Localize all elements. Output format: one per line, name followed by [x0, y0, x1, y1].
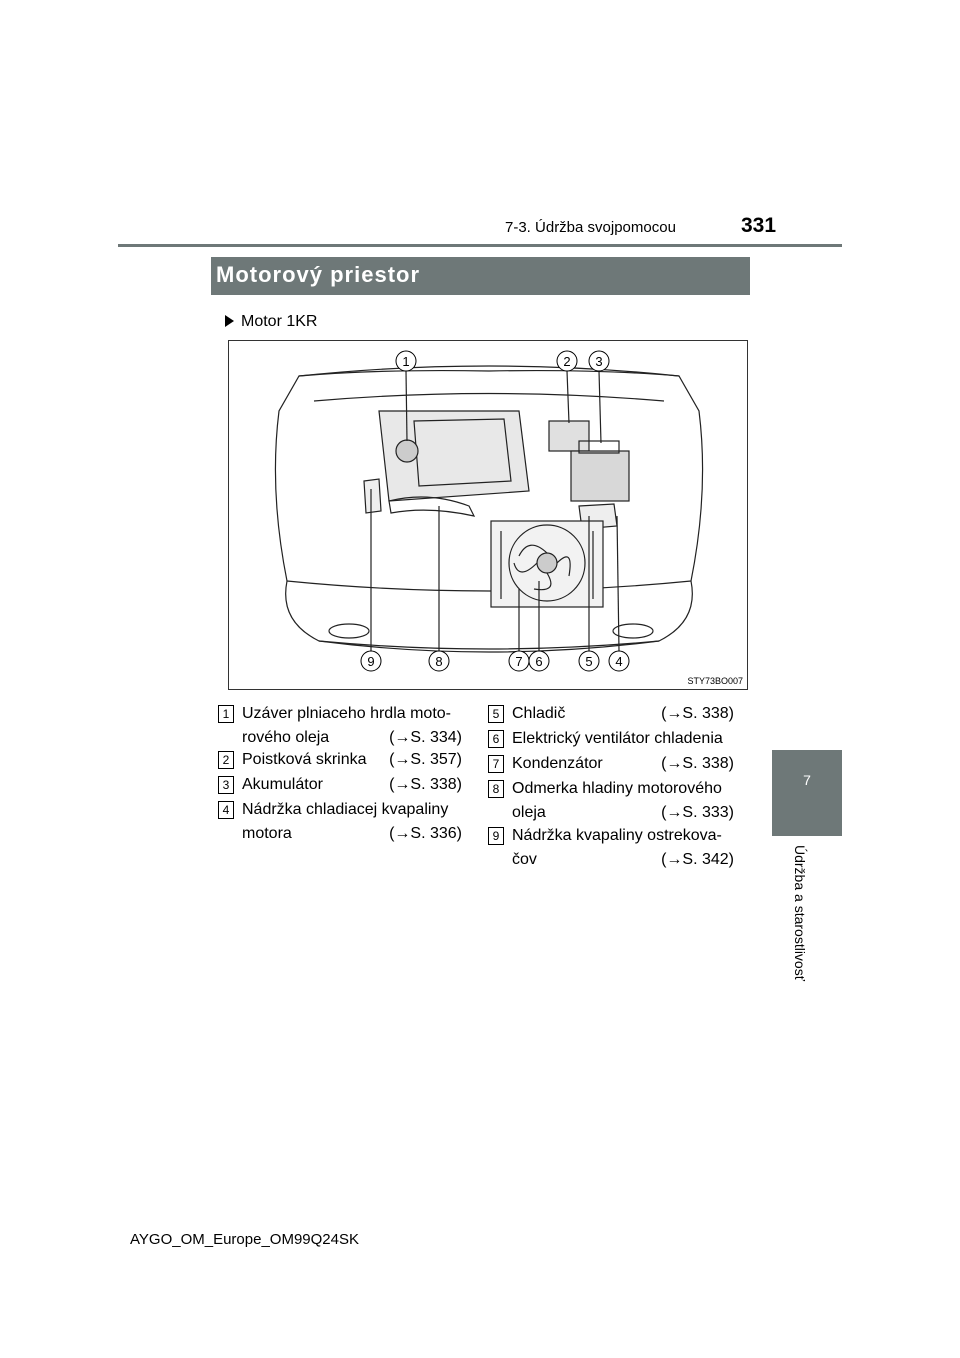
figure-code: STY73BO007 [687, 676, 743, 686]
callout-3-marker: 3 [588, 350, 610, 372]
page-reference: (→S. 338) [661, 705, 734, 722]
svg-text:6: 6 [535, 654, 542, 669]
legend-item-6: 6 Elektrický ventilátor chladenia [488, 727, 734, 751]
svg-text:9: 9 [367, 654, 374, 669]
svg-text:5: 5 [585, 654, 592, 669]
legend-item-7: 7 Kondenzátor(→S. 338) [488, 752, 734, 776]
legend-item-1: 1 Uzáver plniaceho hrdla moto- rového ol… [218, 702, 462, 750]
svg-text:4: 4 [615, 654, 622, 669]
legend-number-box: 8 [488, 780, 504, 798]
running-header-section: 7-3. Údržba svojpomocou [505, 219, 676, 236]
legend-text: Elektrický ventilátor chladenia [512, 730, 723, 747]
page-reference: (→S. 338) [389, 776, 462, 793]
callout-2-marker: 2 [556, 350, 578, 372]
section-title-bar: Motorový priestor [211, 257, 750, 295]
legend-item-4: 4 Nádržka chladiacej kvapaliny motora(→S… [218, 798, 462, 846]
legend-number-box: 3 [218, 776, 234, 794]
engine-subheading: Motor 1KR [225, 313, 317, 331]
triangle-bullet-icon [225, 315, 234, 327]
legend-text: Uzáver plniaceho hrdla moto- [242, 705, 451, 722]
chapter-tab-number: 7 [803, 772, 811, 788]
legend-text: Nádržka kvapaliny ostrekova- [512, 827, 722, 844]
legend-text-line2: oleja(→S. 333) [512, 801, 734, 825]
callout-4-marker: 4 [608, 650, 630, 672]
legend-text: Akumulátor(→S. 338) [242, 773, 462, 797]
legend-item-3: 3 Akumulátor(→S. 338) [218, 773, 462, 797]
legend-text-line2: motora(→S. 336) [242, 822, 462, 846]
svg-text:2: 2 [563, 354, 570, 369]
legend-number-box: 7 [488, 755, 504, 773]
legend-number-box: 2 [218, 751, 234, 769]
legend-text-line2: rového oleja(→S. 334) [242, 726, 462, 750]
legend-text: Kondenzátor(→S. 338) [512, 752, 734, 776]
legend-number-box: 9 [488, 827, 504, 845]
section-title: Motorový priestor [216, 262, 421, 287]
legend-text: Odmerka hladiny motorového [512, 780, 722, 797]
page-reference: (→S. 357) [389, 751, 462, 768]
svg-text:1: 1 [402, 354, 409, 369]
legend-text: Nádržka chladiacej kvapaliny [242, 801, 449, 818]
header-rule [118, 244, 842, 247]
callout-1-marker: 1 [395, 350, 417, 372]
chapter-side-label: Údržba a starostlivosť [792, 845, 814, 995]
chapter-side-label-text: Údržba a starostlivosť [792, 845, 808, 981]
figure-callouts: 1 2 3 9 8 7 6 5 4 [360, 350, 630, 672]
legend-number-box: 4 [218, 801, 234, 819]
callout-6-marker: 6 [528, 650, 550, 672]
callout-9-marker: 9 [360, 650, 382, 672]
engine-bay-figure: 1 2 3 9 8 7 6 5 4 STY73BO007 [228, 340, 748, 690]
legend-item-9: 9 Nádržka kvapaliny ostrekova- čov(→S. 3… [488, 824, 734, 872]
svg-text:7: 7 [515, 654, 522, 669]
chapter-tab: 7 [772, 750, 842, 836]
legend-text: Chladič(→S. 338) [512, 702, 734, 726]
callout-8-marker: 8 [428, 650, 450, 672]
page-reference: (→S. 342) [661, 851, 734, 868]
page-reference: (→S. 336) [389, 825, 462, 842]
legend-item-2: 2 Poistková skrinka(→S. 357) [218, 748, 462, 772]
document-footer: AYGO_OM_Europe_OM99Q24SK [130, 1231, 359, 1248]
engine-bay-illustration [274, 365, 704, 653]
svg-text:3: 3 [595, 354, 602, 369]
page-reference: (→S. 338) [661, 755, 734, 772]
legend-item-5: 5 Chladič(→S. 338) [488, 702, 734, 726]
svg-text:8: 8 [435, 654, 442, 669]
callout-7-marker: 7 [508, 650, 530, 672]
legend-number-box: 1 [218, 705, 234, 723]
engine-subheading-text: Motor 1KR [241, 313, 318, 330]
legend-number-box: 6 [488, 730, 504, 748]
page-reference: (→S. 333) [661, 804, 734, 821]
page-reference: (→S. 334) [389, 729, 462, 746]
page-number: 331 [741, 214, 777, 237]
legend-item-8: 8 Odmerka hladiny motorového oleja(→S. 3… [488, 777, 734, 825]
callout-5-marker: 5 [578, 650, 600, 672]
legend-text-line2: čov(→S. 342) [512, 848, 734, 872]
legend-number-box: 5 [488, 705, 504, 723]
legend-text: Poistková skrinka(→S. 357) [242, 748, 462, 772]
